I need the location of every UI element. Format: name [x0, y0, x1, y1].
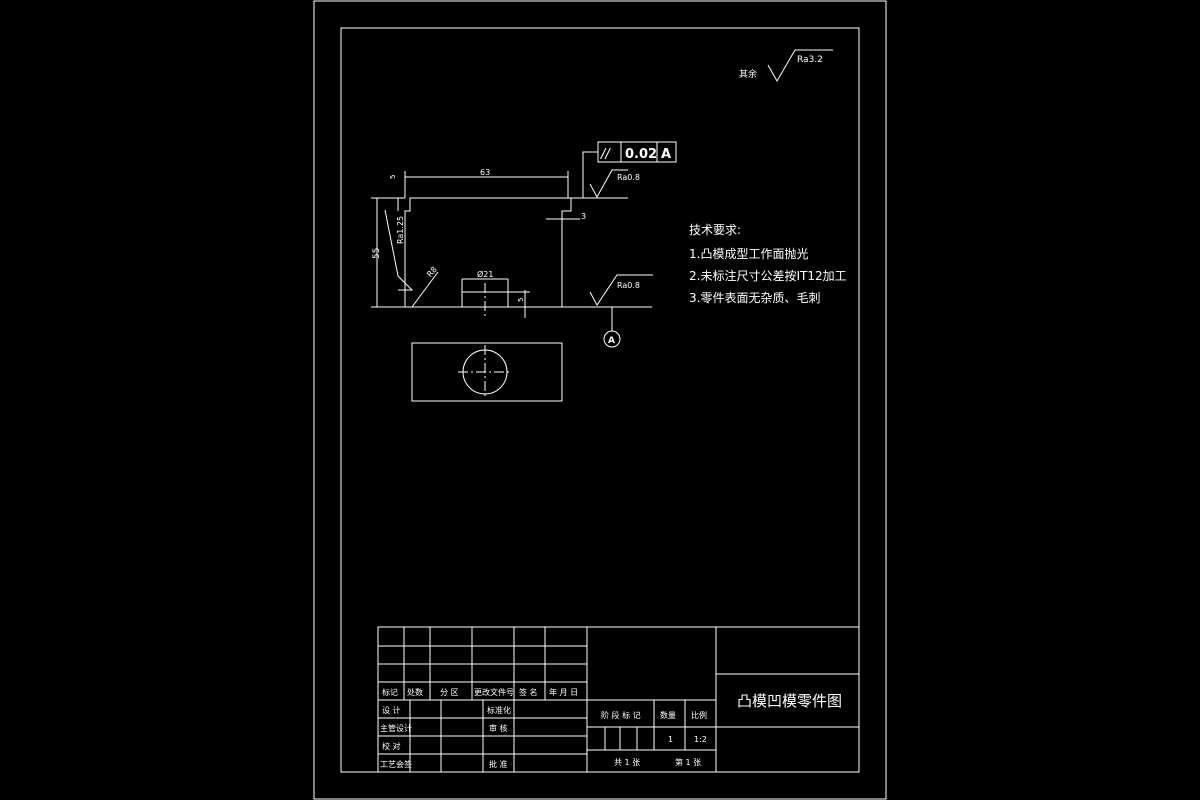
stage-label: 阶 段 标 记 — [601, 710, 641, 720]
tb-header: 标记 — [382, 687, 398, 697]
tb-header: 处数 — [407, 687, 423, 697]
sheet-inner-border — [340, 27, 860, 773]
tb-row-label: 设 计 — [382, 705, 401, 715]
top-roughness-symbol-icon — [589, 169, 628, 199]
tb-header: 分 区 — [440, 688, 459, 697]
title-block: 标记 处数 分 区 更改文件号 签 名 年 月 日 设 计 主管设计 校 对 工… — [377, 626, 860, 773]
bottom-roughness-symbol-icon — [589, 274, 653, 306]
tech-item: 2.未标注尺寸公差按IT12加工 — [689, 268, 847, 283]
parallelism-icon: // — [600, 147, 611, 162]
top-view — [411, 342, 563, 402]
front-view: 63 5 55 3 Ra1.25 R8 Ø21 5 Ra0.8 Ra0.8 — [371, 141, 677, 348]
tolerance-leader — [582, 151, 598, 198]
slope-roughness-symbol-icon — [384, 209, 414, 291]
tb-header: 年 月 日 — [549, 687, 578, 697]
tb-header: 签 名 — [519, 687, 538, 697]
tb-row-label: 工艺会签 — [380, 759, 412, 769]
scale-label: 比例 — [691, 710, 707, 720]
tb-row-label: 主管设计 — [380, 723, 412, 733]
datum-circle — [603, 330, 621, 348]
tech-title: 技术要求: — [689, 223, 741, 237]
tolerance-value: 0.02 — [625, 147, 657, 162]
sheet-number: 第 1 张 — [675, 757, 701, 767]
tb-header: 更改文件号 — [474, 687, 514, 697]
roughness-symbol-icon — [767, 49, 833, 83]
tb-row-label: 校 对 — [382, 741, 401, 751]
tolerance-frame — [597, 141, 677, 163]
scale-value: 1:2 — [694, 735, 707, 744]
tb-mid-label: 批 准 — [489, 759, 508, 769]
qty-value: 1 — [668, 735, 673, 744]
part-outline — [404, 197, 572, 307]
tech-requirements: 技术要求: 1.凸模成型工作面抛光 2.未标注尺寸公差按IT12加工 3.零件表… — [689, 223, 847, 305]
tb-mid-label: 审 核 — [489, 723, 508, 733]
drawing-title: 凸模凹模零件图 — [737, 692, 842, 710]
remaining-roughness-value: Ra3.2 — [797, 55, 823, 65]
dim-radius: R8 — [425, 265, 439, 279]
remaining-roughness-note: 其余 Ra3.2 — [739, 49, 833, 83]
dim-step-right: 3 — [581, 212, 586, 221]
dim-boss-height: 5 — [517, 298, 525, 302]
qty-label: 数量 — [660, 710, 676, 720]
dim-length: 63 — [480, 168, 490, 177]
remaining-label: 其余 — [739, 68, 757, 80]
datum-label: A — [608, 336, 615, 346]
sheet-total: 共 1 张 — [614, 758, 640, 767]
dim-height: 55 — [372, 248, 382, 259]
top-view-outline — [411, 342, 563, 402]
tech-item: 3.零件表面无杂质、毛刺 — [689, 291, 820, 305]
tolerance-datum: A — [661, 147, 671, 162]
top-roughness: Ra0.8 — [617, 173, 640, 182]
dim-diameter: Ø21 — [477, 269, 493, 279]
tb-mid-label: 标准化 — [487, 705, 511, 715]
bottom-roughness: Ra0.8 — [617, 281, 640, 290]
sheet-outer-border — [313, 0, 887, 800]
radius-leader — [411, 271, 439, 308]
tech-item: 1.凸模成型工作面抛光 — [689, 246, 808, 261]
slope-roughness: Ra1.25 — [396, 216, 405, 244]
dim-step-top: 5 — [389, 175, 397, 179]
